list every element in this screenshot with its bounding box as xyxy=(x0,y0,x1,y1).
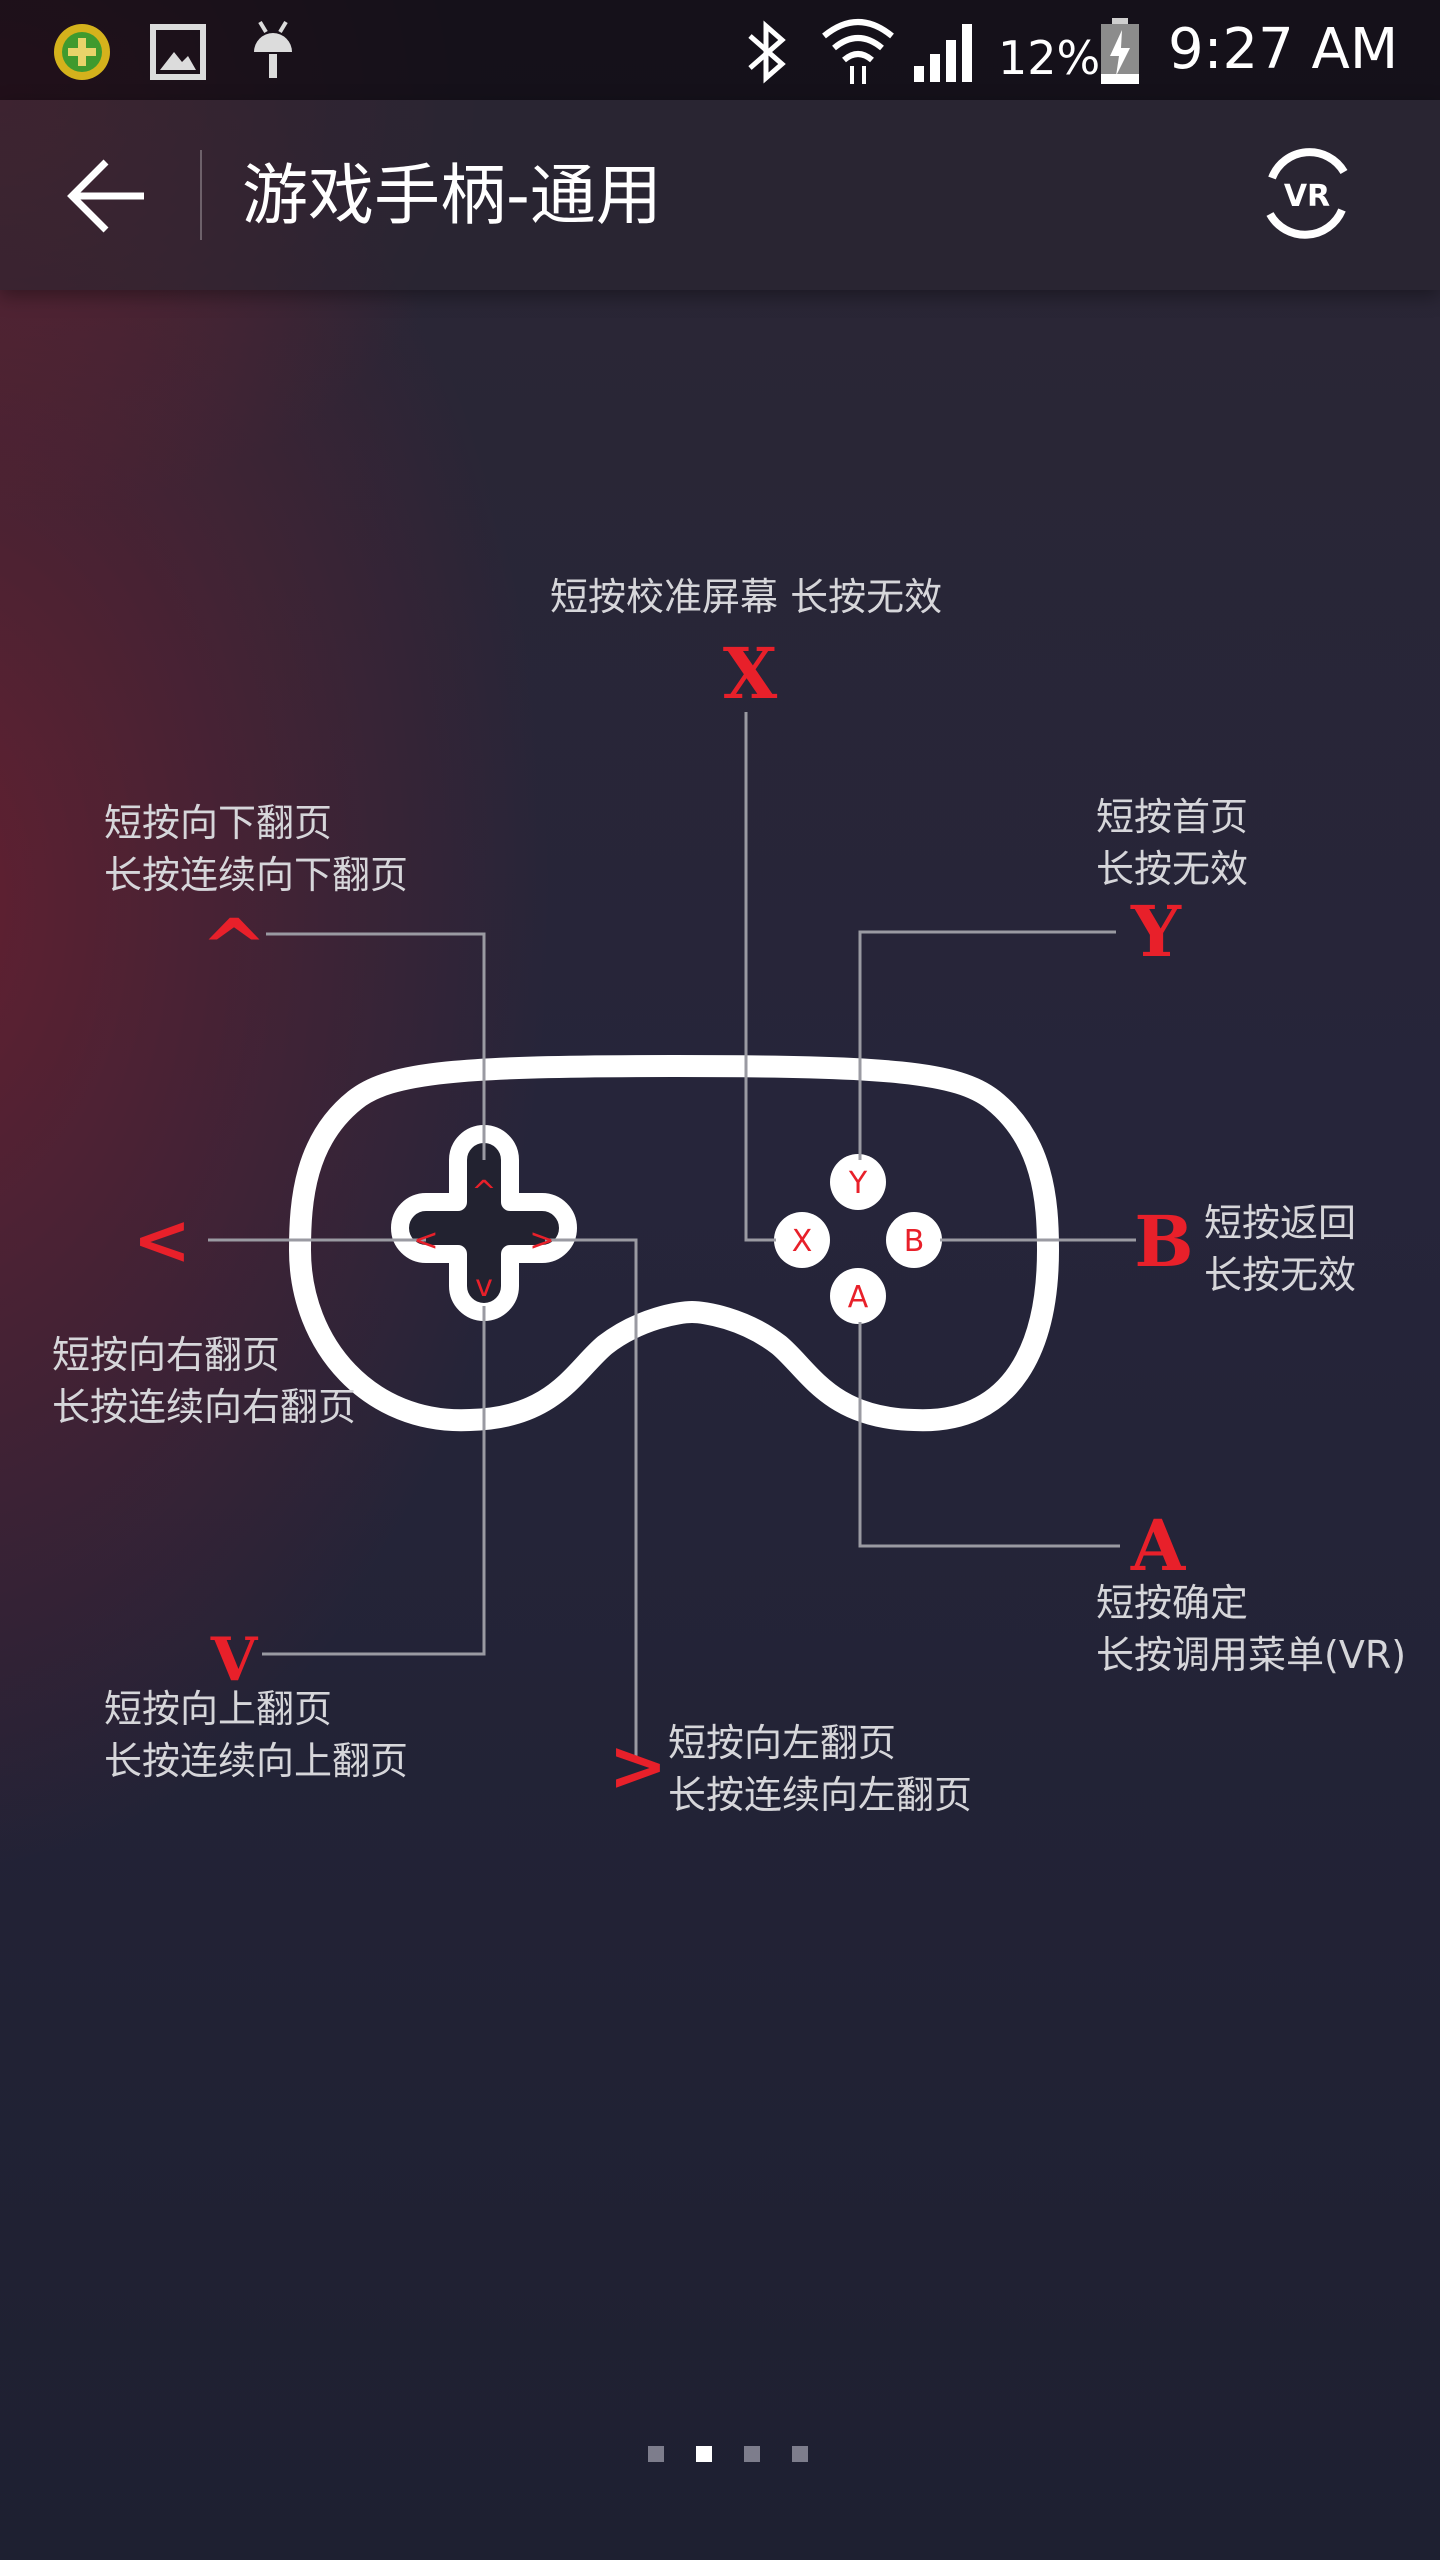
back-button[interactable] xyxy=(52,146,162,246)
face-button-x xyxy=(774,1212,830,1268)
x-key-label: X xyxy=(723,632,778,715)
vr-badge-text: VR xyxy=(1284,179,1330,214)
face-button-y-label: Y xyxy=(848,1166,868,1201)
left-key-desc-2: 长按连续向右翻页 xyxy=(52,1385,356,1429)
dpad-up-label: ^ xyxy=(471,1175,496,1210)
right-key-label: > xyxy=(609,1724,668,1807)
vr-icon: VR xyxy=(1266,148,1348,239)
left-key-label: < xyxy=(133,1198,192,1281)
face-button-a xyxy=(830,1268,886,1324)
page-dot-4[interactable] xyxy=(792,2446,808,2462)
y-key-desc-2: 长按无效 xyxy=(1096,847,1248,891)
b-key-desc-2: 长按无效 xyxy=(1204,1253,1356,1297)
up-key-label: ^ xyxy=(200,901,267,995)
page-dot-1[interactable] xyxy=(648,2446,664,2462)
right-key-desc-1: 短按向左翻页 xyxy=(668,1721,896,1765)
leader-line-x xyxy=(744,712,776,1242)
leader-line-down xyxy=(262,1306,486,1656)
vr-mode-button[interactable]: VR xyxy=(1252,138,1362,248)
leader-line-a xyxy=(858,1322,1120,1548)
down-key-desc-2: 长按连续向上翻页 xyxy=(104,1739,408,1783)
face-button-b xyxy=(886,1212,942,1268)
battery-charging-icon xyxy=(1101,18,1139,84)
wifi-icon xyxy=(822,19,894,84)
back-arrow-icon xyxy=(67,159,144,233)
up-key-desc-1: 短按向下翻页 xyxy=(104,801,332,845)
gamepad-outline xyxy=(289,1055,1059,1432)
android-debug-icon xyxy=(254,20,292,78)
down-key-desc-1: 短按向上翻页 xyxy=(104,1687,332,1731)
right-key-desc-2: 长按连续向左翻页 xyxy=(668,1773,972,1817)
leader-line-right xyxy=(545,1238,638,1760)
a-key-label: A xyxy=(1130,1504,1187,1587)
leader-line-up xyxy=(266,932,486,1160)
dpad-right-label: > xyxy=(529,1223,554,1258)
y-key-label: Y xyxy=(1130,890,1182,973)
bluetooth-icon xyxy=(748,20,786,84)
page-dot-2[interactable] xyxy=(696,2446,712,2462)
app-bar: 游戏手柄-通用 VR xyxy=(0,100,1440,290)
x-key-desc: 短按校准屏幕 长按无效 xyxy=(550,575,942,619)
page-indicator xyxy=(0,2446,1440,2470)
app-plus-icon xyxy=(54,24,110,80)
page-dot-3[interactable] xyxy=(744,2446,760,2462)
app-bar-divider xyxy=(200,150,202,240)
dpad-left-label: < xyxy=(413,1223,438,1258)
cell-signal-icon xyxy=(914,24,972,82)
down-key-label: V xyxy=(210,1625,259,1695)
face-button-x-label: X xyxy=(792,1224,813,1259)
a-key-desc-2: 长按调用菜单(VR) xyxy=(1096,1633,1406,1677)
face-button-y xyxy=(830,1154,886,1210)
leader-line-y xyxy=(858,930,1116,1160)
left-key-desc-1: 短按向右翻页 xyxy=(52,1333,280,1377)
y-key-desc-1: 短按首页 xyxy=(1096,795,1248,839)
b-key-label: B xyxy=(1134,1200,1193,1283)
dpad-down-label: v xyxy=(475,1269,493,1304)
battery-percent: 12% xyxy=(998,31,1101,85)
up-key-desc-2: 长按连续向下翻页 xyxy=(104,853,408,897)
status-bar: 12% 9:27 AM xyxy=(0,0,1440,100)
page-title: 游戏手柄-通用 xyxy=(242,157,662,234)
gallery-icon xyxy=(150,24,206,80)
face-button-a-label: A xyxy=(848,1280,869,1315)
clock-time: 9:27 AM xyxy=(1168,17,1399,82)
face-button-b-label: B xyxy=(904,1224,925,1259)
b-key-desc-1: 短按返回 xyxy=(1204,1201,1356,1245)
a-key-desc-1: 短按确定 xyxy=(1096,1581,1248,1625)
